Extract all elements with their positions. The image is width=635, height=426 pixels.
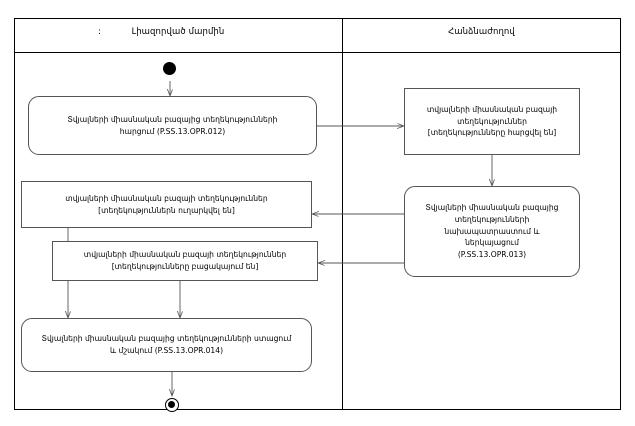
object-requested-line-3: [տեղեկությունները հարցվել են]: [427, 128, 557, 138]
action-prepare-line-5: (P.SS.13.OPR.013): [457, 250, 527, 260]
action-prepare-line-3: նախապատրաստում և: [444, 226, 540, 236]
action-prepare-line-4: ներկայացում: [465, 238, 519, 248]
swimlane-vertical-divider: [342, 18, 343, 410]
object-requested-line-1: տվյալների միասնական բազայի: [426, 104, 558, 114]
action-request-line-2: հարցում (P.SS.13.OPR.012): [119, 126, 226, 136]
object-node-information-sent[interactable]: տվյալների միասնական բազայի տեղեկությունն…: [21, 181, 312, 228]
swimlane-header-divider: [14, 52, 621, 53]
action-node-receive-and-process[interactable]: Տվյալների միասնական բազայից տեղեկություն…: [21, 318, 312, 372]
action-receive-line-1: Տվյալների միասնական բազայից տեղեկություն…: [41, 334, 292, 344]
action-node-request-information[interactable]: Տվյալների միասնական բազայից տեղեկություն…: [28, 96, 317, 155]
object-node-information-requested[interactable]: տվյալների միասնական բազայի տեղեկությունն…: [404, 88, 580, 155]
object-absent-line-1: տվյալների միասնական բազայի տեղեկությունն…: [83, 250, 287, 260]
initial-node: [163, 62, 176, 75]
lane-title-left: Լիազորված մարմին: [131, 27, 225, 37]
object-sent-line-2: [տեղեկություններն ուղարկվել են]: [98, 205, 235, 215]
action-prepare-line-2: տեղեկությունների: [454, 214, 530, 224]
action-node-prepare-and-present[interactable]: Տվյալների միասնական բազայից տեղեկություն…: [404, 186, 580, 277]
object-node-information-absent[interactable]: տվյալների միասնական բազայի տեղեկությունն…: [52, 241, 318, 281]
action-receive-line-2: և մշակում (P.SS.13.OPR.014): [109, 346, 224, 355]
object-absent-line-2: [տեղեկությունները բացակայում են]: [111, 262, 259, 271]
swimlane-frame: [14, 18, 621, 410]
object-sent-line-1: տվյալների միասնական բազայի տեղեկությունն…: [65, 193, 268, 203]
lane-title-right: Հանձնաժողով: [448, 27, 515, 37]
action-prepare-line-1: Տվյալների միասնական բազայից: [425, 203, 559, 213]
object-requested-line-2: տեղեկություններ: [457, 116, 527, 126]
action-request-line-1: Տվյալների միասնական բազայից տեղեկություն…: [67, 114, 278, 124]
lane-left-colon: :: [98, 27, 101, 37]
final-node: [165, 398, 179, 412]
